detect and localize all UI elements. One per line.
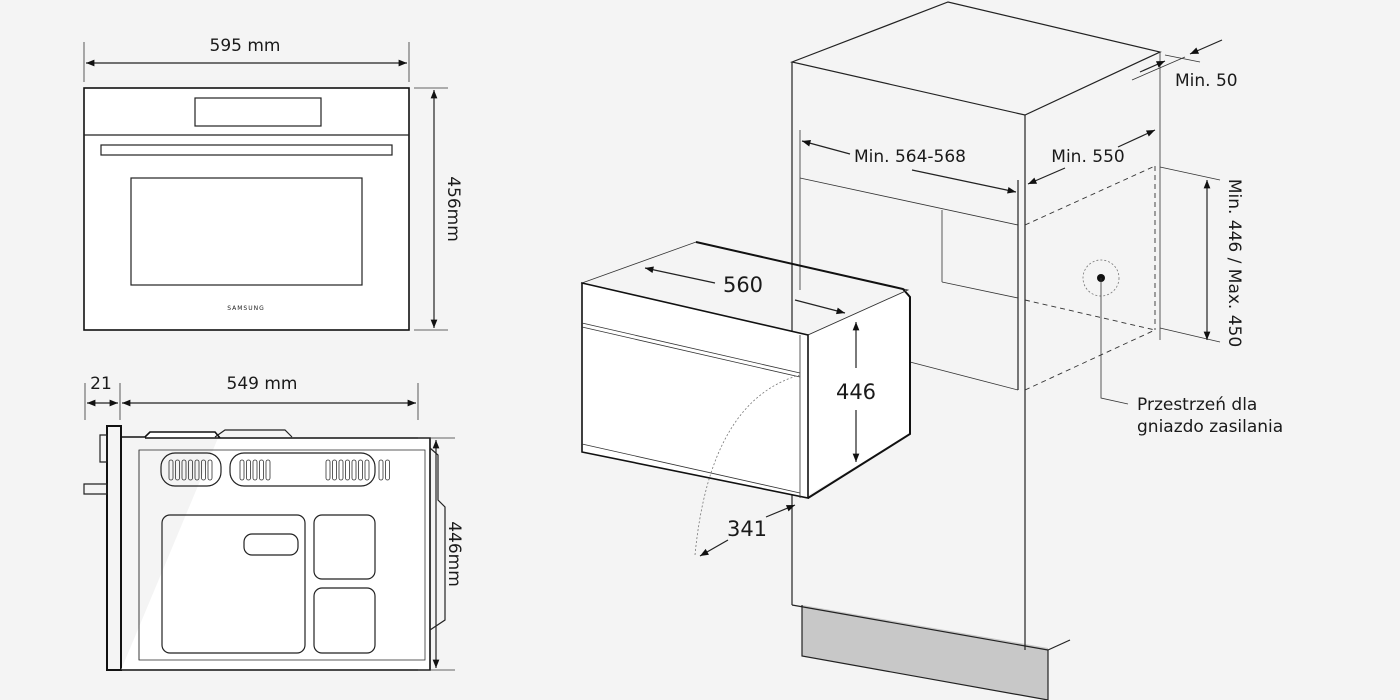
- plinth: [802, 605, 1048, 700]
- vent-slot: [175, 459, 180, 481]
- vent-slot: [325, 459, 331, 481]
- oven-depth-label: 560: [723, 273, 763, 297]
- control-display: [194, 97, 322, 127]
- vent-slot: [239, 459, 245, 481]
- vent-slot: [188, 459, 193, 481]
- vent-slot: [351, 459, 357, 481]
- side-view: 21 549 mm 446mm: [83, 374, 464, 671]
- front-height-label: 456mm: [443, 176, 463, 242]
- door-depth-label: 21: [90, 374, 112, 394]
- oven-door: [581, 281, 809, 499]
- vent-slot: [385, 459, 390, 481]
- oven-height-label: 446: [836, 380, 876, 404]
- niche-height-label: Min. 446 / Max. 450: [1224, 179, 1244, 347]
- vent-slot: [207, 459, 213, 481]
- vent-slot: [201, 459, 206, 481]
- rear-gap-label: Min. 50: [1175, 71, 1238, 91]
- niche-width-label: Min. 564-568: [854, 147, 966, 167]
- cabinet: Przestrzeń dla gniazdo zasilania Min. 56…: [789, 1, 1283, 700]
- vent-slot: [378, 459, 384, 481]
- vent-slots-left: [160, 452, 222, 487]
- vent-slot: [259, 459, 264, 481]
- vent-slot: [364, 459, 370, 481]
- vent-slot: [246, 459, 251, 481]
- vent-slots-right: [229, 452, 376, 487]
- socket-note-line2: gniazdo zasilania: [1137, 417, 1283, 437]
- front-width-label: 595 mm: [210, 36, 281, 56]
- socket-note-line1: Przestrzeń dla: [1137, 395, 1257, 415]
- side-height-label: 446mm: [444, 521, 464, 587]
- vent-slot: [181, 459, 187, 481]
- oven-isometric: 560 446 341: [580, 241, 911, 557]
- side-depth-label: 549 mm: [227, 374, 298, 394]
- niche-depth-label: Min. 550: [1051, 147, 1124, 167]
- front-view: 595 mm SAMSUNG 456mm: [83, 36, 463, 331]
- oven-front-outline: [83, 87, 410, 331]
- vent-slot: [332, 459, 337, 481]
- vent-slot: [338, 459, 344, 481]
- door-handle: [100, 144, 393, 156]
- vent-slot: [358, 459, 363, 481]
- vent-slot: [252, 459, 258, 481]
- samsung-logo: SAMSUNG: [227, 305, 265, 312]
- vent-slot: [168, 459, 174, 481]
- door-open-label: 341: [727, 517, 767, 541]
- vent-slot: [194, 459, 200, 481]
- vent-slot: [265, 459, 271, 481]
- door-window: [130, 177, 363, 286]
- vent-slot: [345, 459, 350, 481]
